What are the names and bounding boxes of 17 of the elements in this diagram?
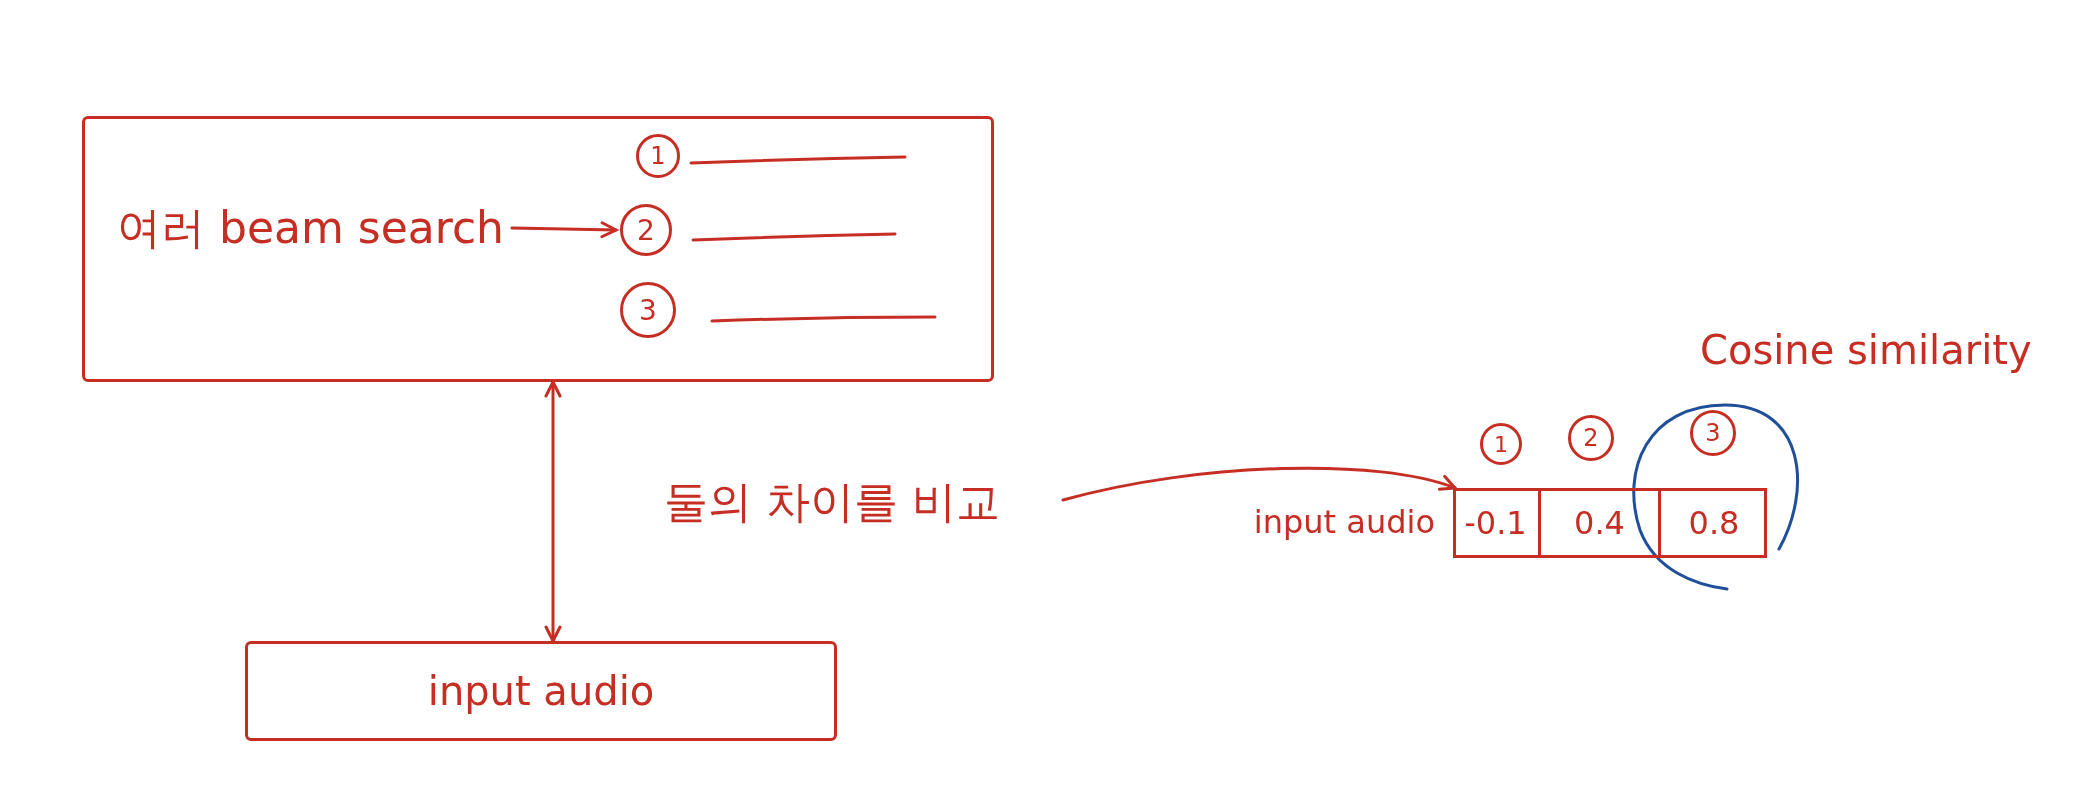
arrow: [1061, 466, 1457, 502]
table-cell: 0.4: [1538, 488, 1658, 558]
arrow: [510, 221, 618, 239]
row-label: input audio: [1253, 506, 1435, 538]
numbered-circle: 3: [1690, 410, 1736, 456]
arrow: [544, 380, 562, 643]
numbered-circle: 2: [620, 204, 672, 256]
numbered-circle: 1: [636, 134, 680, 178]
table-cell: -0.1: [1453, 488, 1538, 558]
process-box: input audio: [245, 641, 837, 741]
search-label: 여러 beam search: [117, 200, 504, 256]
process-box: [82, 116, 994, 382]
score-table: [1453, 488, 1767, 558]
numbered-circle: 1: [1480, 423, 1522, 465]
numbered-circle: 3: [620, 282, 676, 338]
numbered-circle: 2: [1568, 415, 1614, 461]
table-cell: 0.8: [1658, 488, 1767, 558]
